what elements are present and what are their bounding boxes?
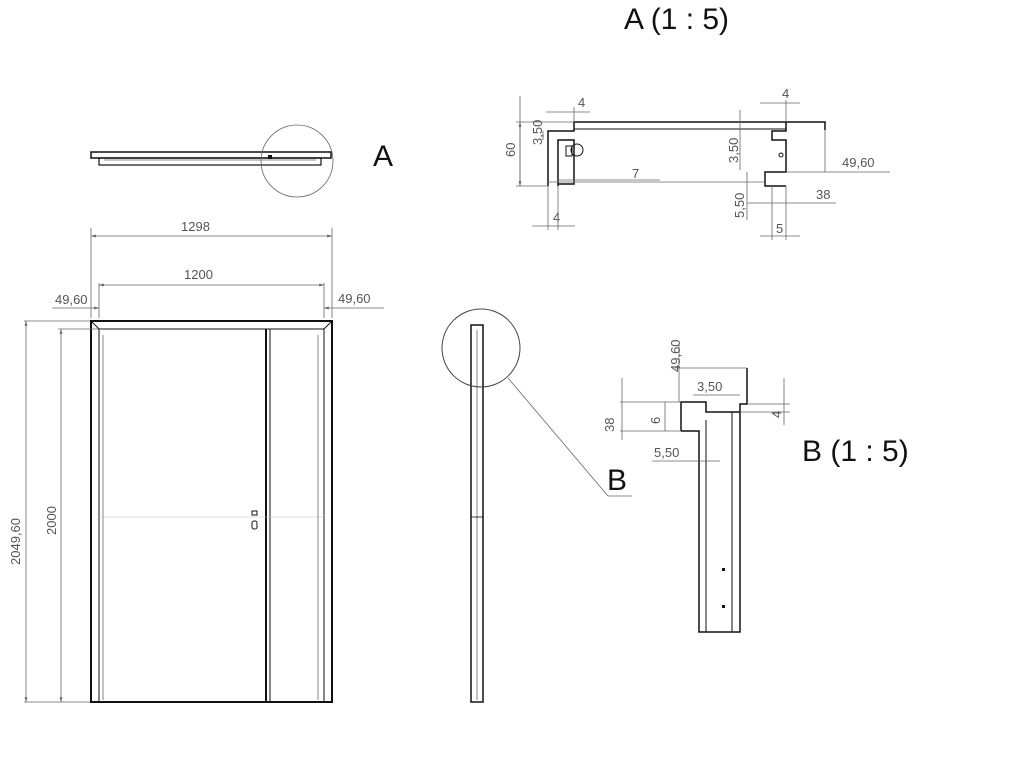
dim-a-top-left-4: 4 bbox=[578, 95, 585, 110]
detail-a-callout-circle bbox=[260, 124, 334, 198]
detail-a-title: A (1 : 5) bbox=[624, 3, 729, 36]
dim-a-7: 7 bbox=[632, 166, 639, 181]
dim-a-right-350: 3,50 bbox=[726, 138, 741, 163]
dim-b-350: 3,50 bbox=[697, 379, 722, 394]
dim-b-38: 38 bbox=[602, 418, 617, 432]
dim-a-550: 5,50 bbox=[732, 193, 747, 218]
front-elevation bbox=[90, 320, 333, 703]
dim-a-bottom-4: 4 bbox=[553, 210, 560, 225]
dim-b-6: 6 bbox=[648, 417, 663, 424]
dim-a-60: 60 bbox=[503, 143, 518, 157]
dim-a-5: 5 bbox=[776, 221, 783, 236]
dim-b-550: 5,50 bbox=[654, 445, 679, 460]
detail-b-callout-circle bbox=[441, 308, 521, 388]
dim-leaf-width: 1200 bbox=[184, 267, 213, 282]
dim-frame-right: 49,60 bbox=[338, 291, 371, 306]
dim-overall-width: 1298 bbox=[181, 219, 210, 234]
detail-b: B (1 : 5) 49,60 38 6 3,50 5,50 4 bbox=[602, 339, 909, 633]
dim-b-4960: 49,60 bbox=[668, 339, 683, 372]
side-section: B bbox=[441, 308, 632, 703]
dim-b-4: 4 bbox=[769, 411, 784, 418]
plan-view: A bbox=[90, 124, 393, 198]
front-dimensions: 1298 1200 49,60 49,60 2049,60 2000 bbox=[8, 219, 384, 703]
dim-frame-left: 49,60 bbox=[55, 292, 88, 307]
dim-a-left-350: 3,50 bbox=[530, 120, 545, 145]
dim-a-top-right-4: 4 bbox=[782, 86, 789, 101]
dim-a-38: 38 bbox=[816, 187, 830, 202]
dim-leaf-height: 2000 bbox=[44, 506, 59, 535]
dim-a-4960: 49,60 bbox=[842, 155, 875, 170]
detail-a-callout-label: A bbox=[373, 140, 393, 173]
detail-b-callout-label: B bbox=[607, 464, 627, 497]
detail-a: A (1 : 5) 60 3,50 4 7 4 4 3,50 49 bbox=[503, 3, 890, 240]
detail-b-title: B (1 : 5) bbox=[802, 435, 909, 468]
dim-overall-height: 2049,60 bbox=[8, 518, 23, 565]
